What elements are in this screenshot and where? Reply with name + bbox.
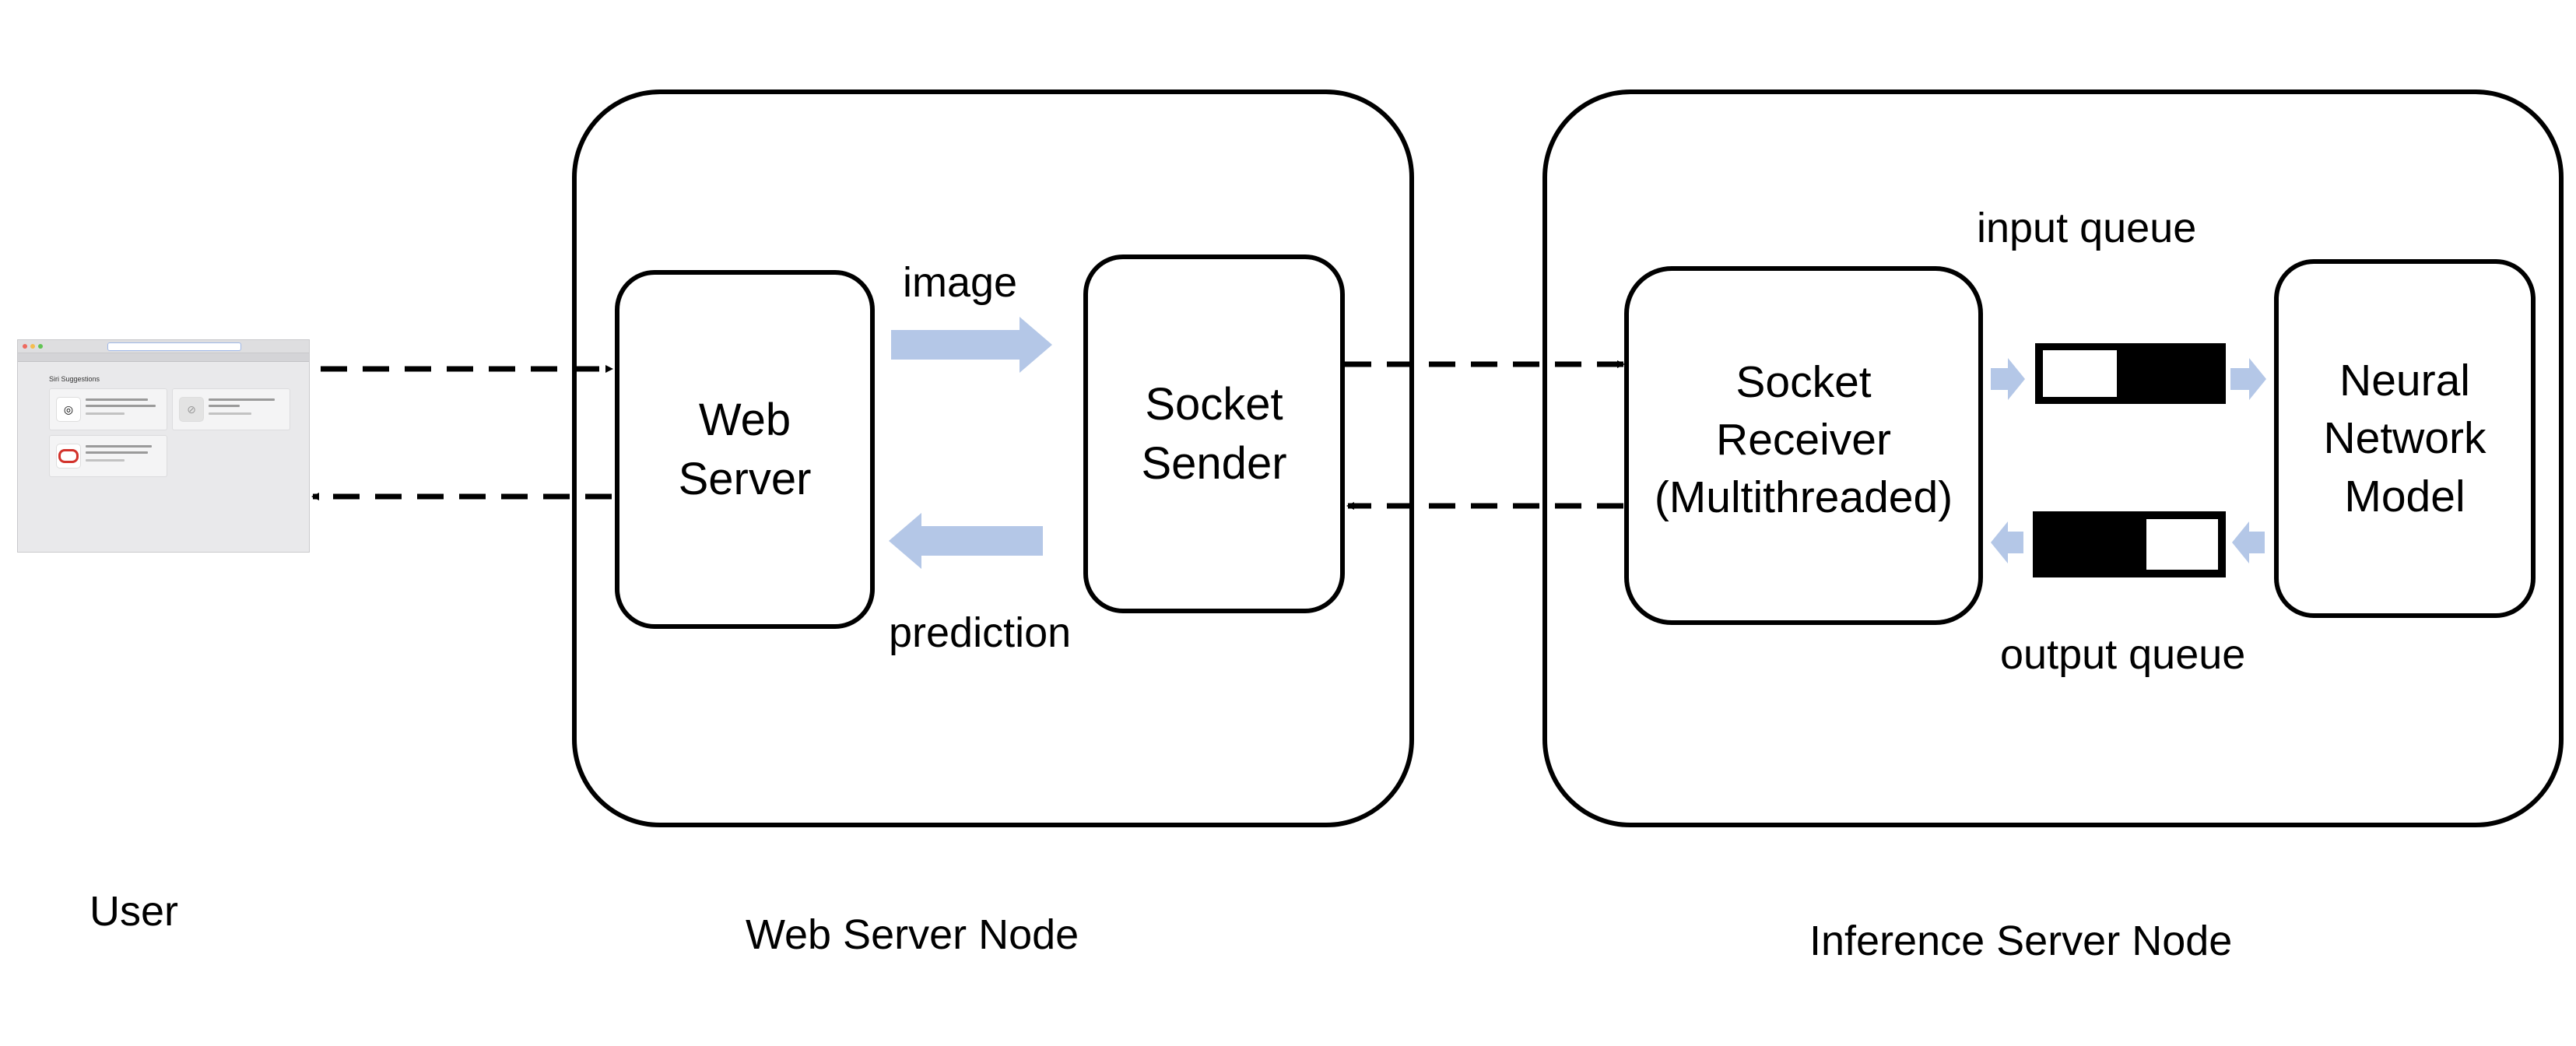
web-server-node-label: Web Server Node bbox=[746, 911, 1079, 958]
user-browser-screenshot: Siri Suggestions ◎ ⊘ bbox=[17, 339, 310, 553]
web-server-box bbox=[615, 270, 875, 629]
browser-toolbar bbox=[18, 340, 309, 353]
receiver-to-input-queue-arrow bbox=[1991, 358, 2025, 400]
suggestion-card: ◎ bbox=[49, 388, 167, 430]
output-queue bbox=[2033, 511, 2226, 577]
suggestion-card bbox=[49, 435, 167, 477]
suggestions-heading: Siri Suggestions bbox=[49, 375, 100, 383]
socket-receiver-box bbox=[1624, 266, 1983, 625]
inference-server-node-container bbox=[1542, 90, 2564, 827]
output-queue-to-receiver-arrow bbox=[1991, 521, 2023, 563]
user-label: User bbox=[89, 888, 179, 935]
oracle-icon bbox=[56, 444, 81, 469]
tripadvisor-icon: ◎ bbox=[56, 397, 81, 422]
prediction-flow-arrow bbox=[889, 513, 1043, 569]
socket-sender-box bbox=[1083, 254, 1345, 613]
inference-server-node-label: Inference Server Node bbox=[1809, 918, 2233, 964]
suggestion-card: ⊘ bbox=[172, 388, 290, 430]
input-queue-to-model-arrow bbox=[2230, 358, 2266, 400]
address-bar bbox=[107, 342, 241, 351]
input-queue-label: input queue bbox=[1977, 205, 2197, 251]
output-queue-label: output queue bbox=[2000, 631, 2246, 678]
compass-icon: ⊘ bbox=[179, 397, 204, 422]
prediction-flow-label: prediction bbox=[889, 609, 1072, 656]
image-flow-label: image bbox=[903, 259, 1018, 306]
web-server-node-container bbox=[572, 90, 1414, 827]
image-flow-arrow bbox=[891, 317, 1052, 373]
input-queue bbox=[2035, 343, 2226, 404]
browser-tabs bbox=[18, 353, 309, 362]
neural-network-model-box bbox=[2274, 259, 2536, 618]
model-to-output-queue-arrow bbox=[2232, 521, 2265, 563]
